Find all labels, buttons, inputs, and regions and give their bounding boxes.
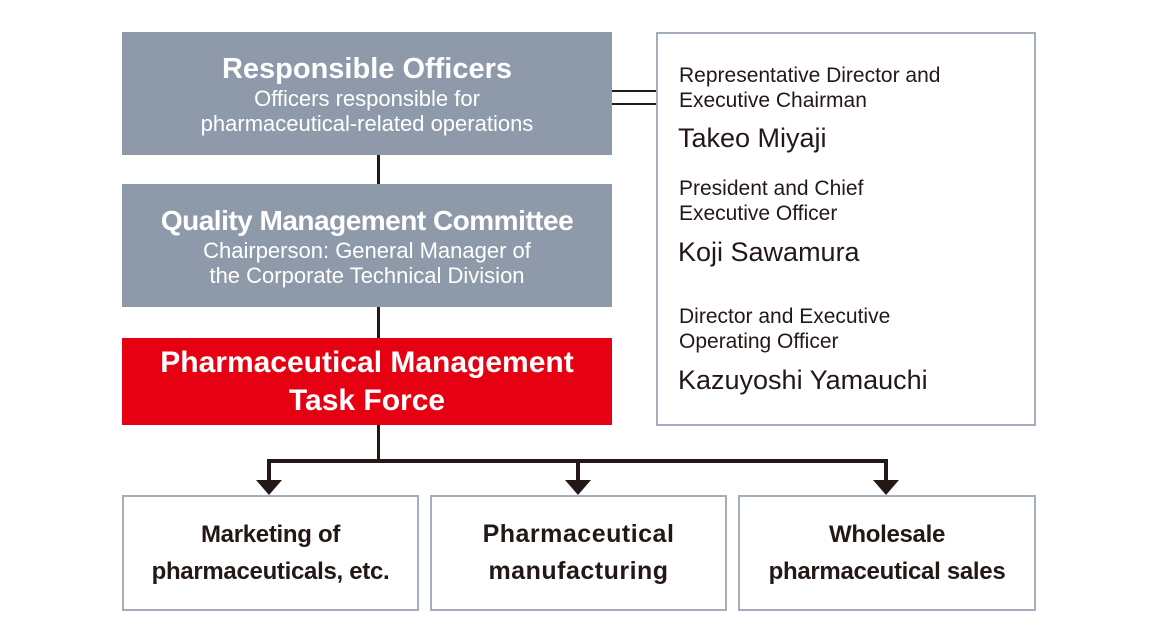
division-label: pharmaceutical sales bbox=[768, 558, 1006, 585]
officer-role-line: Director and Executive bbox=[679, 305, 891, 328]
task-force-title: Pharmaceutical Management bbox=[160, 345, 574, 379]
arrow-down-icon bbox=[565, 461, 591, 495]
officer-role-line: Executive Chairman bbox=[679, 89, 867, 112]
officer-name: Koji Sawamura bbox=[678, 237, 860, 267]
connector-line bbox=[377, 155, 380, 184]
arrow-down-icon bbox=[256, 461, 282, 495]
responsible-officers-subtitle: Officers responsible for bbox=[254, 85, 480, 111]
quality-committee-subtitle: the Corporate Technical Division bbox=[209, 262, 525, 288]
quality-committee-subtitle: Chairperson: General Manager of bbox=[203, 237, 531, 263]
responsible-officers-subtitle: pharmaceutical-related operations bbox=[200, 110, 534, 136]
division-box-manufacturing: Pharmaceutical manufacturing bbox=[430, 495, 727, 611]
connector-line bbox=[377, 307, 380, 338]
connector-line bbox=[377, 425, 380, 462]
quality-committee-title: Quality Management Committee bbox=[160, 204, 574, 236]
division-label: Marketing of bbox=[200, 521, 341, 548]
officer-role-line: Representative Director and bbox=[679, 64, 941, 87]
officer-role-line: Operating Officer bbox=[679, 330, 839, 353]
connector-line bbox=[612, 103, 656, 105]
division-label: manufacturing bbox=[488, 557, 669, 585]
officer-name: Takeo Miyaji bbox=[678, 123, 827, 153]
division-label: Wholesale bbox=[829, 521, 945, 548]
officer-role-line: Executive Officer bbox=[679, 202, 838, 225]
quality-committee-box: Quality Management Committee Chairperson… bbox=[122, 184, 612, 307]
task-force-box: Pharmaceutical Management Task Force bbox=[122, 338, 612, 425]
division-box-marketing: Marketing of pharmaceuticals, etc. bbox=[122, 495, 419, 611]
officer-role-line: President and Chief bbox=[679, 177, 864, 200]
arrow-down-icon bbox=[873, 461, 899, 495]
officer-name: Kazuyoshi Yamauchi bbox=[678, 365, 928, 395]
officers-panel bbox=[656, 32, 1036, 426]
division-label: pharmaceuticals, etc. bbox=[151, 558, 390, 585]
division-label: Pharmaceutical bbox=[482, 520, 675, 548]
task-force-title: Task Force bbox=[288, 383, 446, 417]
connector-line bbox=[612, 90, 656, 92]
division-box-wholesale: Wholesale pharmaceutical sales bbox=[738, 495, 1036, 611]
responsible-officers-box: Responsible Officers Officers responsibl… bbox=[122, 32, 612, 155]
responsible-officers-title: Responsible Officers bbox=[221, 52, 513, 85]
